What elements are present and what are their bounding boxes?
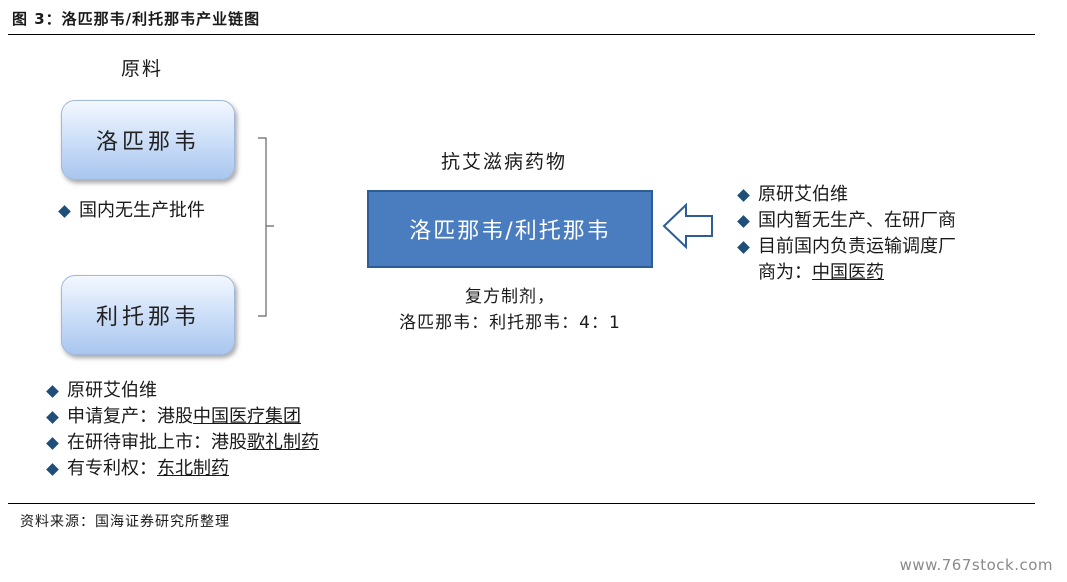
- bullet-text: 国内暂无生产、在研厂商: [758, 210, 956, 231]
- compound-note-line-1: 复方制剂，: [465, 287, 555, 307]
- raw-material-label: 原料: [121, 58, 164, 80]
- bullet-text: 在研待审批上市：港股: [67, 432, 247, 453]
- company-link[interactable]: 中国医疗集团: [193, 406, 301, 427]
- bullet-item: 国内暂无生产、在研厂商: [735, 208, 956, 234]
- node-lopinavir-label: 洛匹那韦: [95, 130, 200, 155]
- footer-divider: [8, 503, 1035, 504]
- compound-note-line-2: 洛匹那韦：利托那韦：4：1: [399, 313, 621, 333]
- compound-note: 复方制剂， 洛匹那韦：利托那韦：4：1: [370, 284, 650, 336]
- title-divider: [8, 34, 1035, 35]
- node-ritonavir: 利托那韦: [61, 275, 235, 355]
- bullet-item: 原研艾伯维: [735, 182, 956, 208]
- diamond-bullet-icon: [46, 410, 59, 424]
- bullet-text: 有专利权：: [67, 458, 157, 479]
- bullet-item: 申请复产：港股中国医疗集团: [44, 404, 319, 430]
- company-link[interactable]: 歌礼制药: [247, 432, 319, 453]
- company-link[interactable]: 中国医药: [812, 262, 884, 283]
- diamond-bullet-icon: [46, 436, 59, 450]
- bullet-text: 商为：: [758, 262, 812, 283]
- main-product-box: 洛匹那韦/利托那韦: [367, 190, 653, 268]
- watermark: www.767stock.com: [899, 556, 1053, 574]
- bullet-text: 原研艾伯维: [67, 380, 157, 401]
- bullet-text: 申请复产：港股: [67, 406, 193, 427]
- diamond-bullet-icon: [737, 214, 750, 228]
- company-link[interactable]: 东北制药: [157, 458, 229, 479]
- diamond-bullet-icon: [58, 204, 71, 218]
- bullet-item: 在研待审批上市：港股歌礼制药: [44, 430, 319, 456]
- diamond-bullet-icon: [46, 462, 59, 476]
- node-lopinavir: 洛匹那韦: [61, 100, 235, 180]
- bullet-text: 国内无生产批件: [79, 200, 205, 221]
- bullet-item: 国内无生产批件: [56, 198, 205, 224]
- bullet-item: 商为：中国医药: [735, 260, 956, 286]
- figure-title: 图 3：洛匹那韦/利托那韦产业链图: [12, 10, 261, 28]
- node-ritonavir-label: 利托那韦: [95, 305, 200, 330]
- right-bullets: 原研艾伯维国内暂无生产、在研厂商目前国内负责运输调度厂商为：中国医药: [735, 182, 956, 286]
- diamond-bullet-icon: [737, 240, 750, 254]
- bullet-item: 有专利权：东北制药: [44, 456, 319, 482]
- lopinavir-bullets: 国内无生产批件: [56, 198, 205, 224]
- ritonavir-bullets: 原研艾伯维申请复产：港股中国医疗集团在研待审批上市：港股歌礼制药有专利权：东北制…: [44, 378, 319, 482]
- source-note: 资料来源：国海证券研究所整理: [20, 514, 230, 530]
- main-product-label: 洛匹那韦/利托那韦: [409, 219, 611, 244]
- bracket-connector: [258, 137, 274, 317]
- hollow-arrow-left-icon: [662, 202, 713, 250]
- bullet-text: 目前国内负责运输调度厂: [758, 236, 956, 257]
- bullet-item: 目前国内负责运输调度厂: [735, 234, 956, 260]
- diamond-bullet-icon: [46, 384, 59, 398]
- bullet-text: 原研艾伯维: [758, 184, 848, 205]
- diamond-bullet-icon: [737, 188, 750, 202]
- bullet-item: 原研艾伯维: [44, 378, 319, 404]
- drug-category-label: 抗艾滋病药物: [441, 151, 568, 173]
